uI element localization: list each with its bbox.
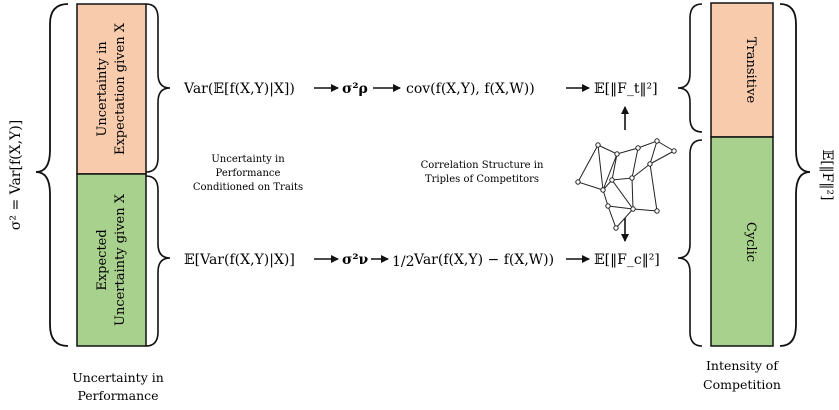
transitive-box (710, 2, 774, 138)
right-bottom-small-brace (677, 139, 703, 347)
bottom-term-cyclic-norm: 𝔼[‖F_c‖²] (594, 252, 660, 268)
bottom-box-text-line1: Expected (95, 229, 110, 290)
right-caption-line2: Competition (703, 377, 781, 392)
top-term-covariance: cov(f(X,Y), f(X,W)) (406, 81, 535, 97)
left-bottom-small-brace (145, 175, 171, 347)
right-axis-label: 𝔼[‖F‖²] (819, 150, 835, 201)
right-outer-brace (779, 3, 811, 347)
middle-right-note-line2: Triples of Competitors (425, 174, 539, 185)
top-box-text-line2: Expectation given X (113, 22, 128, 155)
top-box-text-line1: Uncertainty in (95, 41, 110, 137)
bottom-term-half: 1/2 (392, 254, 415, 270)
left-caption-line1: Uncertainty in (72, 370, 164, 385)
middle-left-note-line3: Conditioned on Traits (193, 182, 303, 193)
left-caption-line2: Performance (77, 388, 158, 403)
top-term-var-expectation: Var(𝔼[f(X,Y)|X]) (183, 81, 295, 97)
middle-left-note-line1: Uncertainty in (211, 154, 285, 165)
network-graph-icon (575, 138, 677, 231)
right-top-small-brace (677, 3, 703, 133)
top-term-sigma-rho: σ²ρ (342, 81, 368, 97)
transitive-box-text: Transitive (743, 37, 758, 104)
bottom-term-expected-var: 𝔼[Var(f(X,Y)|X)] (184, 252, 295, 268)
left-top-small-brace (145, 3, 171, 173)
cyclic-box (710, 136, 774, 347)
top-term-transitive-norm: 𝔼[‖F_t‖²] (594, 81, 658, 97)
middle-left-note-line2: Performance (216, 168, 281, 179)
middle-right-note-line1: Correlation Structure in (421, 160, 544, 171)
bottom-box-text-line2: Uncertainty given X (113, 193, 128, 326)
left-outer-brace (35, 3, 69, 347)
expected-uncertainty-box (76, 173, 147, 347)
bottom-term-sigma-nu: σ²ν (342, 252, 368, 268)
bottom-term-var-difference: Var(f(X,Y) − f(X,W)) (413, 252, 554, 268)
left-axis-label: σ² = Var[f(X,Y)] (8, 120, 24, 230)
uncertainty-in-expectation-box (76, 3, 147, 175)
right-caption-line1: Intensity of (706, 358, 779, 373)
cyclic-box-text: Cyclic (743, 222, 758, 262)
